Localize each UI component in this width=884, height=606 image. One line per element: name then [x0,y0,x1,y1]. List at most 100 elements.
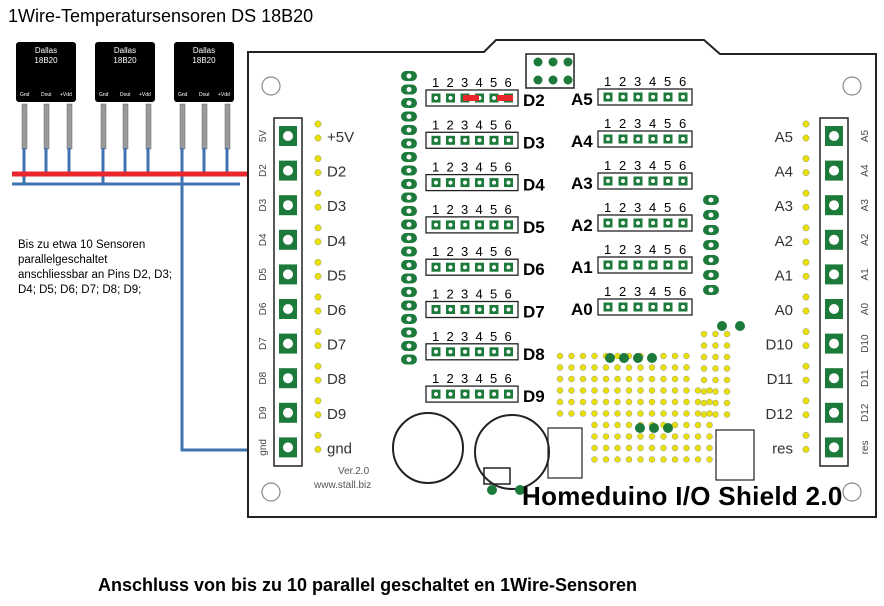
proto-hole [660,456,667,463]
digital-row-label: D7 [523,303,545,322]
right-pin-label: A5 [775,129,793,146]
left-pin-label: D3 [327,198,346,215]
pin-number: 5 [490,202,497,217]
proto-hole [700,399,708,407]
proto-hole [694,444,702,452]
left-pin-label: D2 [327,164,346,181]
pin-number: 2 [447,371,454,386]
pin-number: 5 [664,284,671,299]
proto-hole [723,353,731,361]
left-silk-label: D2 [258,164,269,177]
pin-number: 1 [432,202,439,217]
pin-number: 4 [476,287,483,302]
right-pin-label: A2 [775,233,793,250]
left-silk-label: D7 [258,337,269,350]
proto-hole [602,444,610,452]
proto-hole [671,433,679,440]
analog-row-label: A5 [571,90,593,109]
proto-hole [591,375,598,383]
proto-hole [660,410,667,417]
proto-hole [723,330,731,338]
proto-hole [614,456,621,463]
pin-number: 4 [476,75,483,90]
right-silk-label: A4 [860,164,871,177]
proto-hole [637,456,644,463]
right-connector-pads [717,321,745,331]
left-pin-label: D7 [327,337,346,354]
pin-number: 1 [432,160,439,175]
proto-hole [648,433,656,440]
pin-number: 1 [604,284,611,299]
pin-number: 6 [505,329,512,344]
pin-number: 5 [490,244,497,259]
digital-row-label: D3 [523,133,545,152]
proto-hole [591,398,598,406]
pin-number: 6 [679,116,686,131]
jumper-marker [497,95,513,101]
proto-hole [556,364,564,371]
pin-number: 6 [505,202,512,217]
right-silk-label: res [860,440,871,454]
mounting-holes [261,76,862,502]
proto-hole [712,342,719,349]
proto-hole [568,398,575,406]
proto-hole [602,364,610,371]
pin-number: 2 [619,74,626,89]
proto-hole [591,387,598,394]
pin-number: 4 [649,158,656,173]
proto-hole [723,399,731,407]
pin-number: 1 [604,242,611,257]
pin-number: 2 [619,200,626,215]
pin-number: 4 [476,371,483,386]
pin-number: 4 [476,117,483,132]
right-pin-label: D11 [767,371,793,388]
pin-number: 6 [679,200,686,215]
left-silk-label: gnd [258,439,269,456]
pin-number: 1 [604,116,611,131]
pin-number: 2 [447,202,454,217]
pin-number: 5 [664,158,671,173]
proto-hole [700,388,708,395]
proto-hole [706,444,713,452]
right-pin-label: A1 [775,267,793,284]
right-silk-label: A1 [860,268,871,281]
proto-hole [700,411,708,418]
analog-row-label: A2 [571,216,593,235]
digital-row-label: D4 [523,176,545,195]
website-label: www.stall.biz [314,480,372,491]
proto-hole [625,410,633,417]
left-silk-label: D5 [258,268,269,281]
rf-tx-pads [635,423,673,433]
relay-k2 [547,427,583,479]
pin-number: 3 [461,117,468,132]
pin-number: 4 [476,244,483,259]
proto-hole [614,444,621,452]
proto-hole [660,387,667,394]
proto-hole [637,375,644,383]
right-pin-label: D12 [765,406,793,423]
left-pin-label: D5 [327,267,346,284]
proto-hole [568,410,575,417]
pin-number: 1 [604,200,611,215]
proto-hole [602,387,610,394]
proto-hole [683,398,690,406]
pin-number: 1 [432,371,439,386]
proto-hole [625,364,633,371]
pin-number: 2 [619,284,626,299]
analog-row-label: A0 [571,300,593,319]
pin-number: 1 [432,117,439,132]
pin-number: 2 [447,329,454,344]
proto-hole [556,352,564,360]
proto-hole [671,398,679,406]
proto-hole [683,444,690,452]
potentiometer [474,414,550,490]
proto-hole [700,342,708,349]
proto-hole [683,375,690,383]
pin-number: 4 [649,74,656,89]
proto-hole [648,410,656,417]
pin-number: 3 [461,329,468,344]
proto-hole [683,352,690,360]
